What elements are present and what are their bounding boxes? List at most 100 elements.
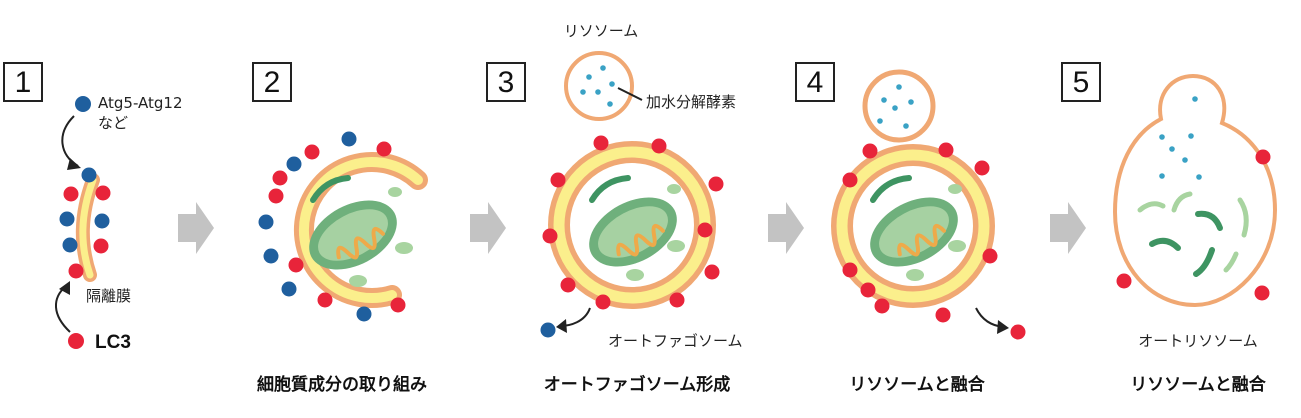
step-5-number-box <box>1061 62 1101 102</box>
degraded-fragment <box>1149 237 1181 251</box>
cytoplasm-particle <box>388 187 402 197</box>
step-3-number: 3 <box>498 66 515 99</box>
autolysosome-membrane <box>1112 73 1278 308</box>
step-4-number: 4 <box>807 66 824 99</box>
atg-dot <box>94 213 110 229</box>
mitochondrion-cristae <box>897 223 946 257</box>
cytoplasm-particle <box>667 184 681 194</box>
hydrolase-pointer <box>617 87 643 101</box>
lc3-dot <box>1116 273 1132 289</box>
step-4-number-box <box>795 62 835 102</box>
lc3-dot <box>860 282 876 298</box>
lc3-dot <box>982 248 998 264</box>
step-5: 5 オートリソソーム リソソームと融合 <box>1061 62 1278 395</box>
lc3-dot <box>935 307 951 323</box>
lc3-dot <box>651 138 667 154</box>
lc3-dot <box>390 297 406 313</box>
atg-dot <box>62 237 78 253</box>
lc3-dot <box>288 257 304 273</box>
mitochondrion-cristae <box>616 223 665 257</box>
step-arrow <box>178 202 214 254</box>
enzyme-dot <box>580 89 586 95</box>
enzyme-dot <box>595 89 601 95</box>
step-2: 2 細胞質成分の取り組み <box>252 62 428 395</box>
step-2-number: 2 <box>264 66 281 99</box>
step-2-number-box <box>252 62 292 102</box>
atg-dot <box>81 167 97 183</box>
step-1: 1 Atg5-Atg12 など 隔離膜 LC3 <box>3 62 183 353</box>
atg-dot <box>540 322 556 338</box>
step-5-caption: リソソームと融合 <box>1130 374 1266 395</box>
cytoplasm-particle <box>395 242 413 254</box>
lc3-dot <box>317 292 333 308</box>
degraded-fragment <box>1223 251 1239 273</box>
enzyme-dot <box>1159 134 1165 140</box>
cytoplasm-fragment <box>310 175 351 203</box>
step-5-number: 5 <box>1073 66 1090 99</box>
lc3-dot <box>1254 285 1270 301</box>
lc3-dot <box>842 172 858 188</box>
enzyme-dot <box>1196 174 1202 180</box>
cytoplasm-particle <box>626 269 644 281</box>
atg-dot <box>281 281 297 297</box>
enzyme-dot <box>600 65 606 71</box>
lc3-dot <box>862 143 878 159</box>
step-4: 4 リソソームと融合 <box>795 62 1026 395</box>
lc3-dot <box>842 262 858 278</box>
degraded-fragment <box>1237 197 1249 238</box>
atg-dot <box>286 156 302 172</box>
cytoplasm-particle <box>948 184 962 194</box>
lc3-dot <box>560 277 576 293</box>
cytoplasm-fragment <box>870 175 912 203</box>
step-arrow <box>768 202 804 254</box>
atg-dot <box>258 214 274 230</box>
atg-dot <box>356 306 372 322</box>
lysosome <box>564 51 634 121</box>
lc3-dot <box>95 185 111 201</box>
atg-dot <box>59 211 75 227</box>
mitochondrion-cristae <box>336 226 385 260</box>
enzyme-dot <box>609 81 615 87</box>
step-3-caption: オートファゴソーム形成 <box>544 374 731 395</box>
enzyme-dot <box>1159 173 1165 179</box>
lc3-dot <box>704 264 720 280</box>
enzyme-dot <box>586 74 592 80</box>
enzyme-dot <box>1182 157 1188 163</box>
step-1-number-box <box>3 62 43 102</box>
atg-arrow-head <box>67 158 81 170</box>
lc3-dot <box>697 222 713 238</box>
lc3-dot <box>93 238 109 254</box>
enzyme-dot <box>1192 96 1198 102</box>
lc3-dot <box>874 298 890 314</box>
isolation-membrane-label: 隔離膜 <box>86 287 131 305</box>
lc3-dot <box>595 294 611 310</box>
lc3-dot <box>669 292 685 308</box>
lc3-dot <box>542 228 558 244</box>
lc3-label: LC3 <box>95 332 131 353</box>
isolation-membrane-inner <box>79 176 97 279</box>
lc3-dot <box>68 263 84 279</box>
lc3-release-arrow-head <box>997 320 1009 334</box>
degraded-fragment <box>1195 210 1223 231</box>
step-1-number: 1 <box>15 66 32 99</box>
cytoplasm-particle <box>667 240 685 252</box>
atg-dot <box>263 248 279 264</box>
hydrolase-label: 加水分解酵素 <box>646 93 736 111</box>
lc3-arrow-head <box>59 281 70 295</box>
lc3-dot <box>1255 149 1271 165</box>
atg-label-line2: など <box>98 114 128 132</box>
lysosome <box>862 69 936 143</box>
enzyme-dot <box>881 97 887 103</box>
step-arrow <box>1050 202 1086 254</box>
enzyme-dot <box>1188 133 1194 139</box>
enzyme-dot <box>903 123 909 129</box>
degraded-fragment <box>1137 201 1166 213</box>
step-3: 3 リソソーム 加水分解酵素 オートファゴソーム オート <box>486 22 743 395</box>
enzyme-dot <box>892 105 898 111</box>
lc3-dot <box>376 141 392 157</box>
lc3-dot <box>938 142 954 158</box>
lc3-dot <box>593 135 609 151</box>
lysosome-label: リソソーム <box>564 22 639 40</box>
cytoplasm-particle <box>349 275 367 287</box>
